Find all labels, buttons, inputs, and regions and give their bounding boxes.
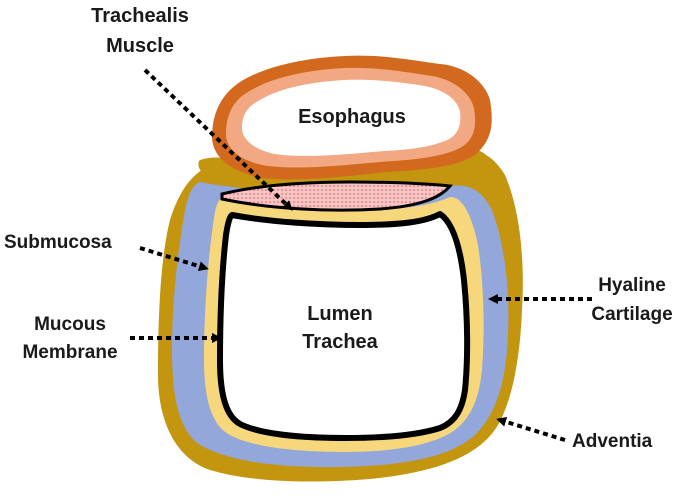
adventia-label: Adventia	[572, 431, 653, 452]
submucosa-label: Submucosa	[4, 232, 112, 253]
trachealis-label-line2: Muscle	[106, 35, 174, 57]
lumen-trachea	[217, 211, 471, 441]
esophagus-label: Esophagus	[298, 106, 406, 128]
lumen-label-line1: Lumen	[307, 303, 373, 325]
submucosa-pointer	[139, 246, 209, 272]
trachealis-muscle	[220, 180, 453, 212]
mucous-label-line1: Mucous	[34, 314, 106, 335]
trachealis-pointer	[143, 68, 293, 211]
trachealis-label-line1: Trachealis	[91, 5, 189, 27]
hyaline-label-line2: Cartilage	[591, 304, 672, 325]
lumen-label-line2: Trachea	[302, 331, 378, 353]
mucous-label-line2: Membrane	[22, 342, 117, 363]
adventia-pointer	[496, 416, 566, 442]
esophagus-lumen	[242, 79, 461, 156]
hyaline-label-line1: Hyaline	[598, 275, 666, 296]
